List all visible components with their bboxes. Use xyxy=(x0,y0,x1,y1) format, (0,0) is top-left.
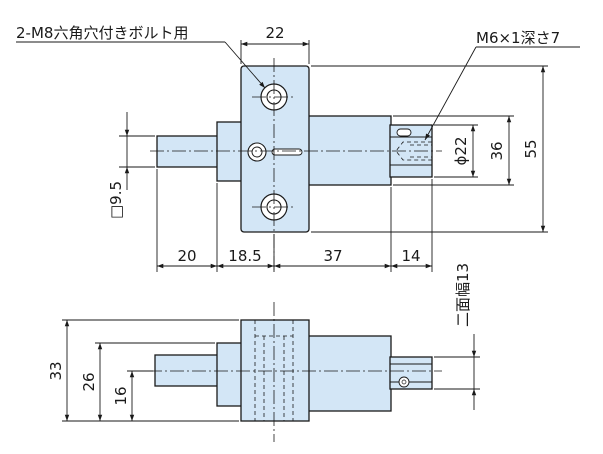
dim-square: □9.5 xyxy=(107,181,125,219)
dim-len-14: 14 xyxy=(401,247,420,265)
side-main-block xyxy=(240,319,310,422)
callout-bolt-hole: 2-M8六角穴付きボルト用 xyxy=(16,24,188,42)
dim-side-16: 16 xyxy=(112,386,130,405)
dim-height-36: 36 xyxy=(488,141,506,160)
dim-len-18-5: 18.5 xyxy=(228,247,261,265)
top-view xyxy=(150,58,442,272)
collar xyxy=(216,121,244,182)
side-view xyxy=(148,302,442,442)
dim-side-33: 33 xyxy=(47,361,65,380)
dim-len-37: 37 xyxy=(323,247,342,265)
side-square-shaft xyxy=(154,354,220,387)
dim-len-20: 20 xyxy=(177,247,196,265)
side-collar xyxy=(216,342,244,407)
side-view-dimensions: 33 26 16 二面幅13 xyxy=(47,263,480,422)
dim-shaft-dia: ϕ22 xyxy=(452,137,470,166)
side-hex-tip xyxy=(389,356,433,390)
dim-across-flats: 二面幅13 xyxy=(454,263,472,327)
dim-top-width: 22 xyxy=(265,24,284,42)
callout-tap-hole: M6×1深さ7 xyxy=(476,29,560,47)
set-screw xyxy=(247,142,303,162)
dim-height-55: 55 xyxy=(522,139,540,158)
dim-side-26: 26 xyxy=(80,372,98,391)
side-body xyxy=(299,335,392,412)
body xyxy=(299,115,392,186)
square-shaft xyxy=(156,135,220,168)
top-view-dimensions: 22 2-M8六角穴付きボルト用 M6×1深さ7 ϕ22 36 55 □9.5 xyxy=(16,24,580,272)
